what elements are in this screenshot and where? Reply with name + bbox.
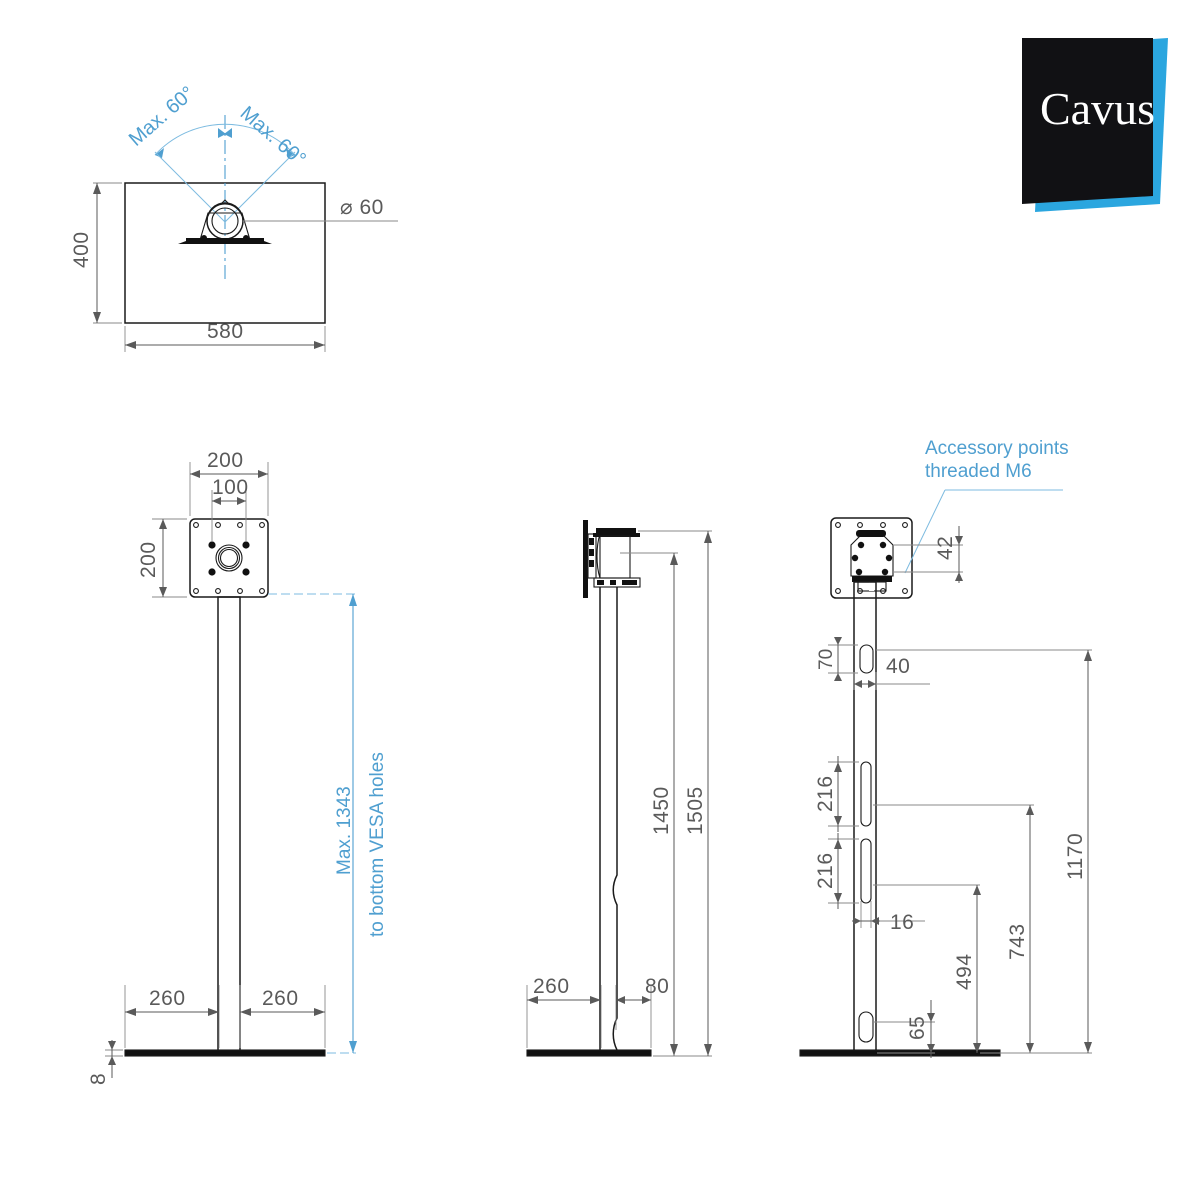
rear-slot-top xyxy=(859,644,874,674)
dim-slot-bottom-height-label: 65 xyxy=(906,1016,929,1040)
dim-height-494: 494 xyxy=(873,884,1002,1054)
cavus-logo: Cavus xyxy=(1022,38,1168,212)
tilt-ray-left xyxy=(154,151,226,223)
rear-slot-bottom xyxy=(858,1011,874,1043)
dim-vesa-height: 200 xyxy=(137,518,187,598)
dim-side-height-inner: 1450 xyxy=(620,552,678,1057)
top-view: Max. 60° Max. 60° ⌀ 60 400 xyxy=(70,82,398,352)
dim-vesa-height-label: 200 xyxy=(137,541,160,578)
dim-slot-bottom-height: 65 xyxy=(873,1000,935,1058)
dim-vesa-outer-width: 200 xyxy=(189,449,269,516)
arc-arrow-top-right xyxy=(224,128,232,138)
tilt-arc xyxy=(154,123,296,156)
dim-height-743: 743 xyxy=(873,804,1034,1054)
side-tilt-head xyxy=(587,528,641,588)
dim-side-base-rear-label: 80 xyxy=(645,975,669,998)
side-vesa-plate-edge xyxy=(583,520,588,598)
dim-max-vesa-height-sublabel: to bottom VESA holes xyxy=(367,752,388,937)
dim-max-vesa-height-label: Max. 1343 xyxy=(334,786,355,875)
tilt-ray-right xyxy=(224,151,296,223)
logo-dark-shape xyxy=(1022,38,1153,204)
dim-tv-width-label: 580 xyxy=(207,320,244,343)
dim-height-494-label: 494 xyxy=(953,953,976,990)
dim-side-base-rear: 80 xyxy=(615,975,669,1048)
dim-side-base-front: 260 xyxy=(526,975,602,1048)
dim-slot-offset-label: 40 xyxy=(886,655,910,678)
side-base-plate xyxy=(526,1049,652,1057)
accessory-points-note: Accessory points threaded M6 xyxy=(904,438,1069,574)
dim-slot-upper: 216 xyxy=(814,756,859,832)
dim-base-thickness: 8 xyxy=(87,1040,123,1085)
dim-height-1170: 1170 xyxy=(876,649,1092,1054)
accessory-note-line1: Accessory points xyxy=(925,438,1069,459)
dim-tv-width: 580 xyxy=(124,320,326,352)
dim-height-743-label: 743 xyxy=(1006,923,1029,960)
front-view: 200 100 200 Max. 1343 t xyxy=(87,449,388,1085)
arc-arrow-right xyxy=(286,148,295,158)
side-view: 1450 1505 260 80 xyxy=(526,520,712,1057)
rear-vesa-plate xyxy=(830,517,913,599)
angle-label-left: Max. 60° xyxy=(125,82,199,151)
dim-slot-lower-label: 216 xyxy=(814,852,837,889)
dim-base-right: 260 xyxy=(239,985,326,1048)
dim-tv-height: 400 xyxy=(70,182,122,324)
dim-slot-offset: 40 xyxy=(853,655,930,690)
rear-slot-lower xyxy=(860,838,872,904)
dim-height-1170-label: 1170 xyxy=(1064,833,1087,880)
dim-vesa-inner-width-label: 100 xyxy=(212,476,249,499)
side-column-rear-edge xyxy=(612,587,618,1051)
arc-arrow-left xyxy=(155,148,164,158)
front-column xyxy=(217,596,241,1053)
logo-wordmark: Cavus xyxy=(1040,83,1155,134)
dim-side-height-outer-label: 1505 xyxy=(684,786,707,835)
dim-side-base-front-label: 260 xyxy=(533,975,570,998)
dim-slot-width-label: 16 xyxy=(890,911,914,934)
diameter-label: ⌀ 60 xyxy=(340,196,384,219)
dim-base-right-label: 260 xyxy=(262,987,299,1010)
dim-slot-upper-label: 216 xyxy=(814,775,837,812)
dim-slot-lower: 216 xyxy=(814,833,859,909)
dim-side-height-inner-label: 1450 xyxy=(650,786,673,835)
dim-base-left: 260 xyxy=(124,985,220,1048)
dim-base-left-label: 260 xyxy=(149,987,186,1010)
dim-slot-top-height: 70 xyxy=(816,637,858,681)
arc-arrow-top-left xyxy=(218,128,226,138)
dim-accessory-spacing: 42 xyxy=(893,526,963,583)
rear-column xyxy=(853,581,877,1053)
angle-label-right: Max. 60° xyxy=(236,102,310,171)
dim-side-height-outer: 1505 xyxy=(638,530,712,1057)
accessory-note-line2: threaded M6 xyxy=(925,461,1032,482)
dim-slot-top-height-label: 70 xyxy=(816,649,837,670)
diameter-label-group: ⌀ 60 xyxy=(340,196,384,219)
front-base-plate xyxy=(124,1049,326,1057)
dim-base-thickness-label: 8 xyxy=(87,1073,110,1085)
dim-max-vesa-height: Max. 1343 to bottom VESA holes xyxy=(268,593,388,1054)
dim-vesa-outer-width-label: 200 xyxy=(207,449,244,472)
rear-view: Accessory points threaded M6 42 70 xyxy=(799,438,1092,1058)
dim-vesa-inner-width: 100 xyxy=(211,476,249,542)
dim-tv-height-label: 400 xyxy=(70,231,93,268)
dim-accessory-spacing-label: 42 xyxy=(934,536,957,560)
front-vesa-plate xyxy=(189,518,269,598)
rear-slot-upper xyxy=(860,761,872,827)
dim-slot-width: 16 xyxy=(852,901,925,934)
